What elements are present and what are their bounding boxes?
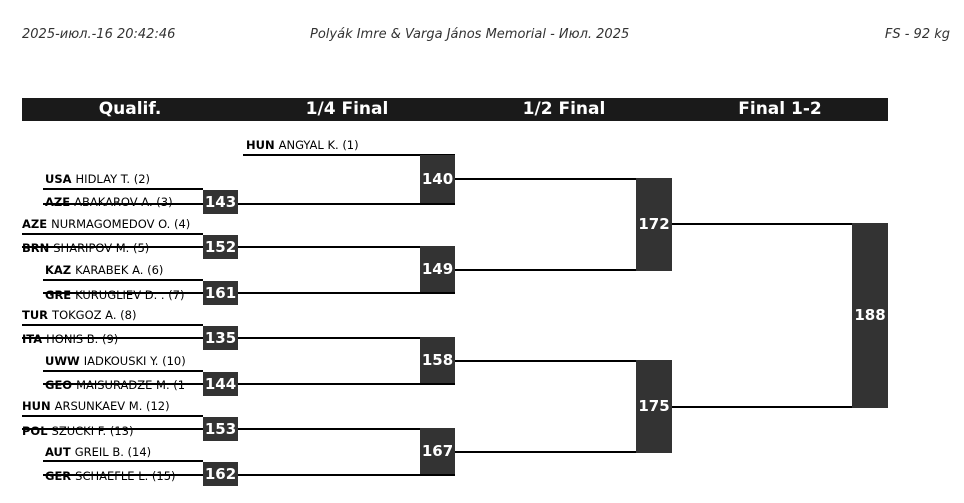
entry-country: GRE [45,288,72,302]
bracket-line [22,324,203,326]
entry-country: HUN [246,138,275,152]
bout-number: 140 [420,155,455,203]
bout-number-final: 188 [852,223,888,408]
entry-country: ITA [22,332,43,346]
weight-category: FS - 92 kg [884,27,950,42]
stage-quarter-final: 1/4 Final [305,99,389,119]
entry-country: HUN [22,399,51,413]
entry-name: SHARIPOV M. (5) [53,241,150,255]
entry-name: ARSUNKAEV M. (12) [54,399,170,413]
bracket-line [455,269,672,271]
entry-country: UWW [45,354,80,368]
bout-number: 162 [203,462,238,486]
bracket-line [43,460,203,462]
entry-name: TOKGOZ A. (8) [52,308,137,322]
entry-name: KURUGLIEV D. . (7) [75,288,185,302]
entry-name: MAISURADZE M. (1 [76,378,186,392]
timestamp: 2025-июл.-16 20:42:46 [22,27,176,42]
entry-name: KARABEK A. (6) [75,263,164,277]
event-title: Polyák Imre & Varga János Memorial - Июл… [310,27,630,42]
bout-number: 167 [420,428,455,474]
bracket-line [22,415,203,417]
entry-name: ANGYAL K. (1) [278,138,359,152]
entry-country: GEO [45,378,73,392]
bracket-line [43,292,455,294]
entry-country: AZE [22,217,48,231]
entry-name: IADKOUSKI Y. (10) [83,354,186,368]
entry-country: AZE [45,195,71,209]
bracket-line [22,428,455,430]
entry-name: GREIL B. (14) [74,445,152,459]
bracket-line [43,474,455,476]
bout-number: 152 [203,235,238,259]
entry-country: KAZ [45,263,72,277]
entry-country: USA [45,172,72,186]
bracket-line [455,360,672,362]
bracket-line [43,383,455,385]
bout-number: 172 [636,178,672,271]
stage-header-bar [22,98,888,121]
bout-number: 144 [203,372,238,396]
bracket-line [22,337,455,339]
bout-number: 158 [420,337,455,383]
stage-semi-final: 1/2 Final [522,99,606,119]
entry-country: AUT [45,445,71,459]
bracket-line [43,188,203,190]
entry-name: NURMAGOMEDOV O. (4) [51,217,191,231]
stage-qualif: Qualif. [98,99,162,119]
entry-name: ABAKAROV A. (3) [74,195,173,209]
entry-name: HIDLAY T. (2) [75,172,151,186]
entry-country: TUR [22,308,49,322]
bracket-line [43,203,455,205]
bout-number: 143 [203,190,238,214]
entry-name: SZUCKI F. (13) [51,424,134,438]
bracket-line [672,223,888,225]
entry-name: SCHAEFLE L. (15) [75,469,176,483]
bracket-line [43,279,203,281]
bout-number: 175 [636,360,672,453]
entry-country: GER [45,469,72,483]
bracket-line [672,406,888,408]
entry-country: BRN [22,241,50,255]
bracket-line [22,246,455,248]
bout-number: 153 [203,417,238,441]
bout-number: 149 [420,246,455,292]
entry-name: HONIS B. (9) [46,332,119,346]
stage-final: Final 1-2 [738,99,822,119]
entry-country: POL [22,424,48,438]
bracket-line [22,233,203,235]
bracket-line [455,451,672,453]
bracket-line [243,154,455,156]
bracket-line [455,178,672,180]
bout-number: 135 [203,326,238,350]
bout-number: 161 [203,281,238,305]
bracket-line [43,370,203,372]
